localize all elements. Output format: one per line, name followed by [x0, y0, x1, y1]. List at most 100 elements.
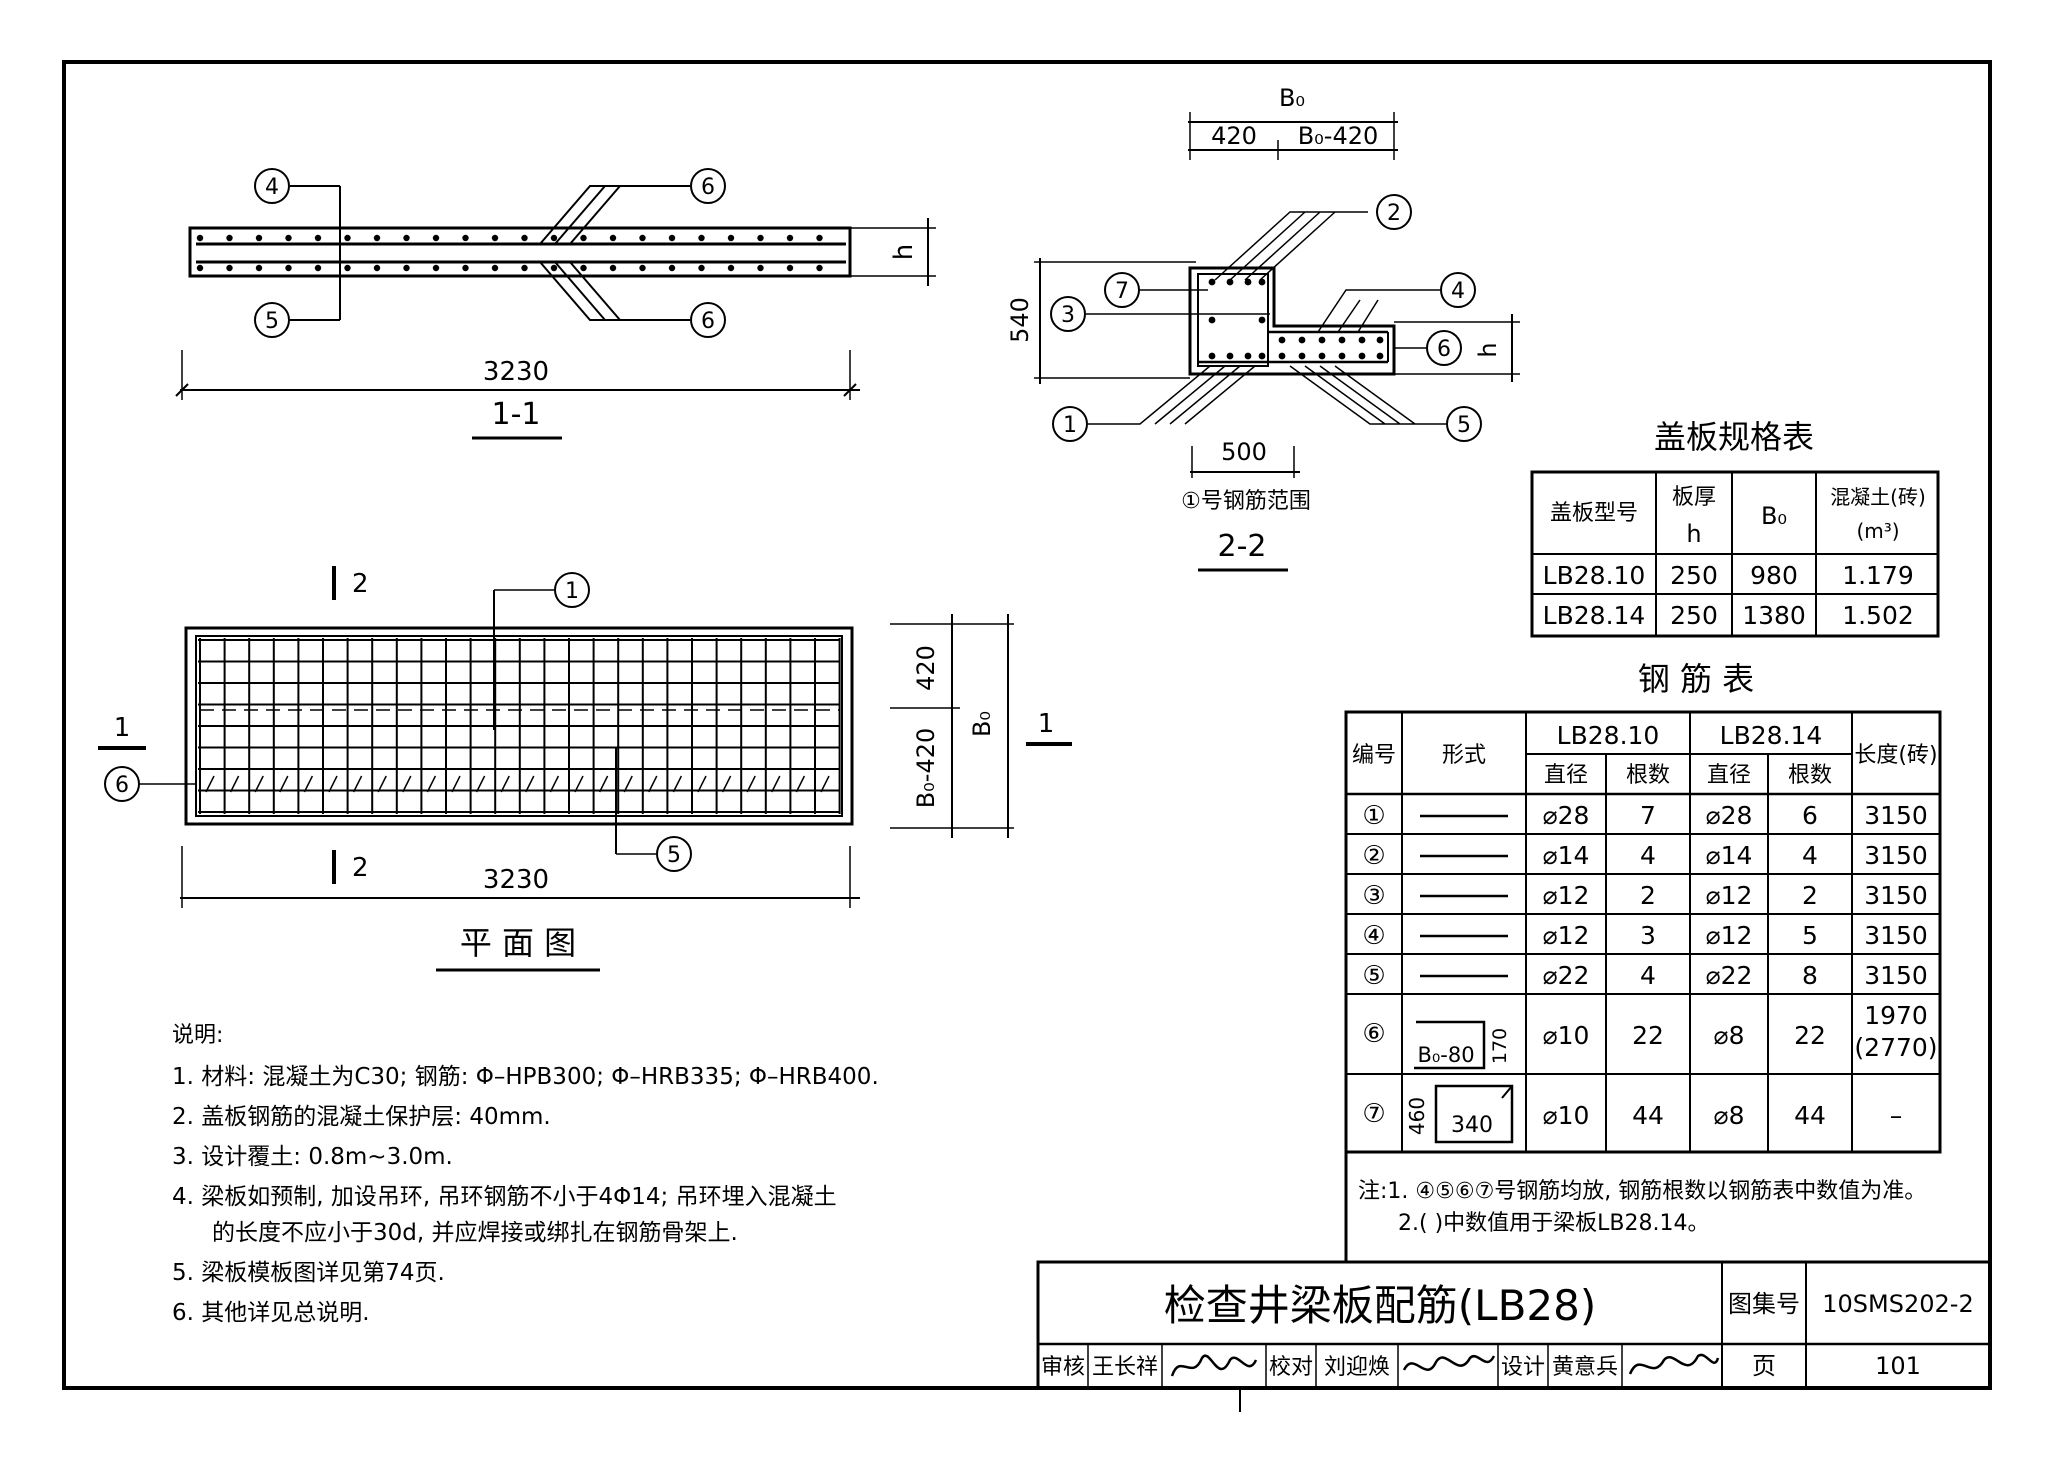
rebar-row: ③ ⌀12 2 ⌀12 2 3150: [1362, 881, 1927, 911]
plan-rebar-grid: [195, 635, 843, 817]
rebar-header-shape: 形式: [1442, 743, 1486, 768]
svg-text:4: 4: [1640, 961, 1656, 990]
callout-6-plan: 6: [104, 766, 140, 802]
rebar-header-count-1: 根数: [1626, 763, 1670, 788]
svg-text:⌀12: ⌀12: [1543, 881, 1590, 910]
page-number: 101: [1875, 1352, 1921, 1380]
svg-text:1380: 1380: [1742, 601, 1806, 630]
plan-b0-label: B₀: [968, 711, 996, 737]
svg-text:4: 4: [265, 175, 279, 200]
rebar-row: ⑤ ⌀22 4 ⌀22 8 3150: [1362, 961, 1927, 991]
svg-text:⌀28: ⌀28: [1706, 801, 1753, 830]
plan-view: 1 6 5 2 2 1 1 420 B₀-420 B₀ 3230 平 面 图: [98, 566, 1072, 972]
rebar-row: ① ⌀28 7 ⌀28 6 3150: [1362, 801, 1927, 831]
svg-text:22: 22: [1632, 1021, 1664, 1050]
sheet-frame: [62, 60, 1992, 1390]
callout-1-section: 1: [1052, 406, 1088, 442]
svg-text:⌀8: ⌀8: [1714, 1021, 1745, 1050]
callout-5-section: 5: [1446, 406, 1482, 442]
section-1-1-rebar-dots: [196, 234, 823, 272]
callout-6-top: 6: [690, 168, 726, 204]
callout-1-plan: 1: [554, 572, 590, 608]
rebar-row: ④ ⌀12 3 ⌀12 5 3150: [1362, 921, 1927, 951]
svg-text:5: 5: [667, 843, 681, 868]
svg-text:2: 2: [1640, 881, 1656, 910]
rebar-header-dia-2: 直径: [1707, 763, 1751, 788]
drawing-title: 检查井梁板配筋(LB28): [1164, 1281, 1596, 1330]
callout-2: 2: [1376, 194, 1412, 230]
svg-text:⌀12: ⌀12: [1706, 881, 1753, 910]
spec-header-concrete: 混凝土(砖): [1830, 485, 1926, 509]
spec-header-type: 盖板型号: [1550, 501, 1638, 526]
svg-text:–: –: [1890, 1101, 1903, 1130]
designer-signature: [1628, 1353, 1720, 1375]
spec-header-thickness: 板厚: [1672, 485, 1716, 510]
designer-name: 黄意兵: [1552, 1355, 1618, 1380]
section-2-2-h-label: h: [1474, 342, 1502, 357]
check-label: 校对: [1269, 1355, 1313, 1380]
rebar-header-count-2: 根数: [1788, 763, 1832, 788]
note-item: 5. 梁板模板图详见第74页.: [172, 1260, 445, 1286]
svg-text:1970: 1970: [1864, 1001, 1928, 1030]
svg-text:5: 5: [1802, 921, 1818, 950]
page-label: 页: [1752, 1352, 1776, 1380]
svg-text:⌀14: ⌀14: [1543, 841, 1590, 870]
spec-header-unit: (m³): [1856, 519, 1899, 543]
svg-text:8: 8: [1802, 961, 1818, 990]
callout-6-section: 6: [1426, 330, 1462, 366]
section-2-2-caption: ①号钢筋范围: [1181, 489, 1311, 514]
svg-text:1.179: 1.179: [1842, 561, 1914, 590]
svg-text:⌀10: ⌀10: [1543, 1021, 1590, 1050]
svg-text:6: 6: [701, 175, 715, 200]
svg-text:④: ④: [1362, 921, 1385, 951]
notes-heading: 说明:: [172, 1023, 223, 1048]
rebar-table: 钢 筋 表 编号 形式 LB28.10 LB28.14 直径 根数 直径 根数 …: [1344, 660, 1942, 1262]
callout-3: 3: [1050, 296, 1086, 332]
atlas-label: 图集号: [1728, 1290, 1800, 1318]
svg-text:⌀8: ⌀8: [1714, 1101, 1745, 1130]
svg-text:3: 3: [1640, 921, 1656, 950]
spec-header-h: h: [1686, 520, 1701, 548]
svg-text:B₀-80: B₀-80: [1417, 1043, 1474, 1067]
callout-7: 7: [1104, 272, 1140, 308]
svg-text:(2770): (2770): [1854, 1033, 1937, 1062]
svg-text:LB28.10: LB28.10: [1543, 561, 1646, 590]
svg-text:⌀28: ⌀28: [1543, 801, 1590, 830]
rebar-note-2: 2.( )中数值用于梁板LB28.14。: [1398, 1211, 1709, 1236]
svg-text:6: 6: [115, 773, 129, 798]
note-item: 3. 设计覆土: 0.8m~3.0m.: [172, 1144, 453, 1170]
svg-text:⌀22: ⌀22: [1706, 961, 1753, 990]
spec-header-b0: B₀: [1761, 502, 1787, 530]
rebar-header-no: 编号: [1352, 743, 1396, 768]
svg-text:⑥: ⑥: [1362, 1019, 1385, 1049]
plan-cut-2-bottom: 2: [352, 853, 369, 883]
svg-text:5: 5: [1457, 413, 1471, 438]
section-2-2-540-label: 540: [1006, 297, 1034, 343]
svg-text:5: 5: [265, 309, 279, 334]
section-2-2-b0-420-label: B₀-420: [1298, 122, 1379, 150]
spec-table-title: 盖板规格表: [1654, 418, 1814, 456]
section-1-1-slab: [188, 226, 852, 278]
rebar-row: ⑥ B₀-80 170 ⌀10 22 ⌀8 22 1970 (2770): [1362, 1001, 1938, 1070]
plan-length: 3230: [483, 865, 549, 895]
svg-text:⌀22: ⌀22: [1543, 961, 1590, 990]
plan-cut-2-top: 2: [352, 569, 369, 599]
svg-text:LB28.14: LB28.14: [1543, 601, 1646, 630]
svg-text:2: 2: [1387, 201, 1401, 226]
svg-text:②: ②: [1362, 841, 1385, 871]
section-1-1-length: 3230: [483, 357, 549, 387]
callout-4-section: 4: [1440, 272, 1476, 308]
rebar-table-title: 钢 筋 表: [1638, 660, 1754, 698]
section-2-2-420-label: 420: [1211, 122, 1257, 150]
note-item: 1. 材料: 混凝土为C30; 钢筋: Φ–HPB300; Φ–HRB335; …: [172, 1064, 879, 1090]
spec-row: LB28.10 250 980 1.179: [1543, 561, 1914, 590]
svg-text:250: 250: [1670, 561, 1718, 590]
plan-cut-1-right: 1: [1038, 709, 1055, 739]
section-1-1-h-label: h: [889, 244, 919, 260]
checker-signature: [1402, 1355, 1496, 1371]
callout-5-plan: 5: [656, 836, 692, 872]
svg-text:7: 7: [1640, 801, 1656, 830]
plan-title: 平 面 图: [460, 924, 576, 962]
svg-text:22: 22: [1794, 1021, 1826, 1050]
rebar-header-length: 长度(砖): [1854, 743, 1937, 768]
